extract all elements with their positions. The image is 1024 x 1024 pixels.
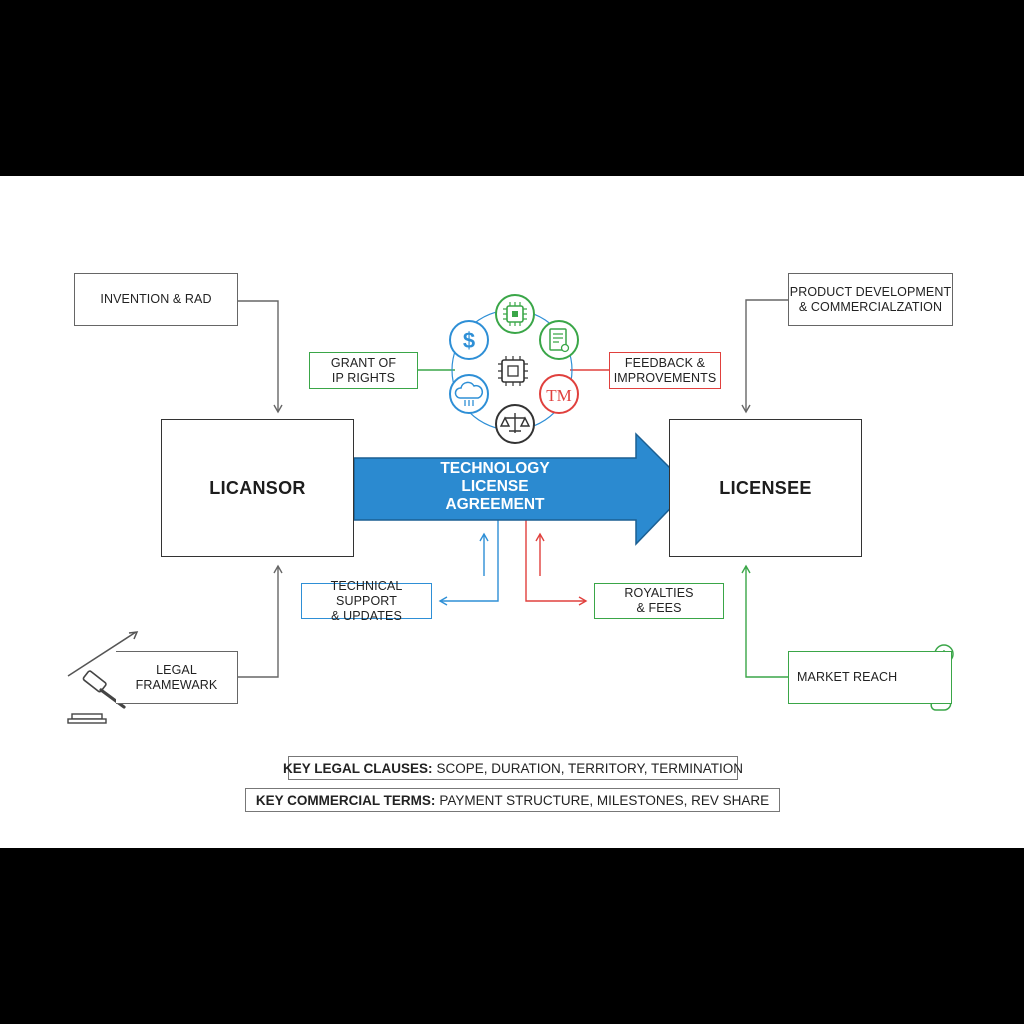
- circuit-chip-icon: [498, 356, 528, 386]
- support-box: TECHNICAL SUPPORT & UPDATES: [301, 579, 432, 623]
- invention-label: INVENTION & RAD: [100, 292, 212, 306]
- diagram-canvas: TM $: [0, 176, 1024, 848]
- connector-invention-licensor: [238, 300, 283, 414]
- connector-market-licensee: [741, 564, 788, 678]
- licensee-box: LICENSEE: [669, 419, 862, 557]
- licensor-box: LICANSOR: [161, 419, 354, 557]
- connector-product-licensee: [741, 299, 788, 414]
- support-line-1: TECHNICAL SUPPORT: [330, 578, 403, 608]
- cloud-transfer-icon: [449, 374, 489, 414]
- feedback-box: FEEDBACK & IMPROVEMENTS: [609, 352, 721, 389]
- grant-box: GRANT OF IP RIGHTS: [309, 352, 418, 389]
- key-commercial-label: KEY COMMERCIAL TERMS:: [255, 792, 436, 808]
- agreement-line-2: LICENSE: [461, 478, 529, 495]
- legal-box: LEGAL FRAMEWARK: [116, 651, 238, 704]
- key-commercial-terms: KEY COMMERCIAL TERMS: PAYMENT STRUCTURE,…: [245, 788, 780, 812]
- product-line-1: PRODUCT DEVELOPMENT: [789, 284, 952, 299]
- key-legal-clauses: KEY LEGAL CLAUSES: SCOPE, DURATION, TERR…: [283, 756, 743, 780]
- feedback-line-1: FEEDBACK &: [624, 355, 706, 370]
- agreement-label: TECHNOLOGY LICENSE AGREEMENT: [360, 460, 630, 514]
- royalties-box: ROYALTIES & FEES: [594, 583, 724, 619]
- product-box: PRODUCT DEVELOPMENT & COMMERCIALZATION: [788, 273, 953, 326]
- connector-royalties-down: [525, 520, 588, 606]
- document-certificate-icon: [539, 320, 579, 360]
- dollar-coin-icon: $: [449, 320, 489, 360]
- agreement-line-3: AGREEMENT: [445, 496, 545, 513]
- trademark-icon: TM: [539, 374, 579, 414]
- gavel-icon: [67, 631, 139, 724]
- key-commercial-value: PAYMENT STRUCTURE, MILESTONES, REV SHARE: [439, 792, 770, 808]
- licensor-label: LICANSOR: [209, 477, 306, 498]
- grant-line-2: IP RIGHTS: [331, 370, 396, 385]
- key-legal-label: KEY LEGAL CLAUSES:: [282, 760, 433, 776]
- licensee-label: LICENSEE: [719, 477, 812, 498]
- royalties-line-1: ROYALTIES: [624, 586, 694, 600]
- grant-line-1: GRANT OF: [330, 355, 397, 370]
- legal-line-1: LEGAL: [156, 662, 197, 677]
- microchip-icon: [495, 294, 535, 334]
- market-label: MARKET REACH: [797, 670, 898, 684]
- agreement-arrow: [353, 432, 692, 546]
- market-box: MARKET REACH: [788, 651, 952, 704]
- trademark-icon-text: TM: [546, 386, 572, 405]
- royalties-line-2: & FEES: [636, 601, 682, 615]
- key-legal-value: SCOPE, DURATION, TERRITORY, TERMINATION: [436, 760, 744, 776]
- connector-legal-licensor: [238, 564, 283, 678]
- product-line-2: & COMMERCIALZATION: [798, 299, 943, 314]
- feedback-line-2: IMPROVEMENTS: [613, 370, 717, 385]
- invention-box: INVENTION & RAD: [74, 273, 238, 326]
- connector-support-down: [438, 520, 499, 606]
- scales-icon: [495, 404, 535, 444]
- legal-line-2: FRAMEWARK: [135, 677, 218, 692]
- dollar-icon-text: $: [463, 328, 475, 353]
- agreement-line-1: TECHNOLOGY: [440, 460, 550, 477]
- support-line-2: & UPDATES: [331, 608, 402, 623]
